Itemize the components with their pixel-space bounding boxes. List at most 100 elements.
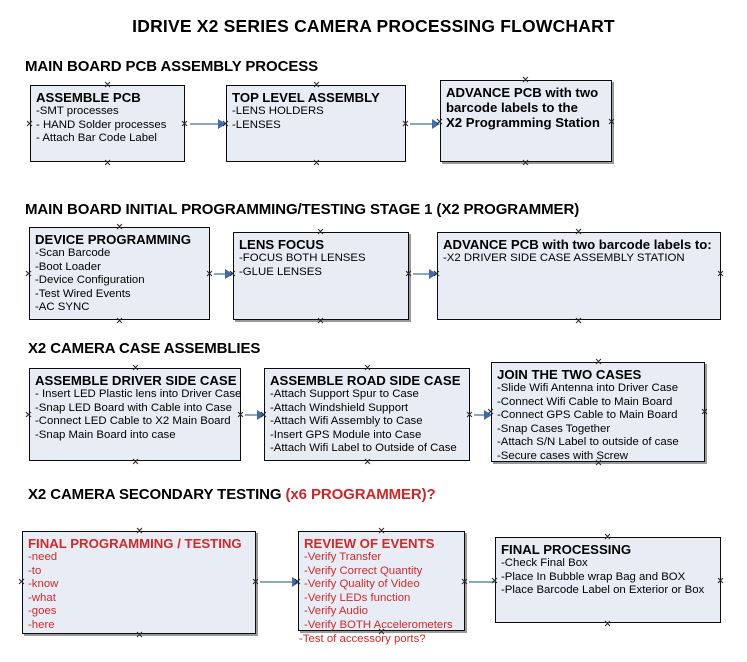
node-line: -X2 DRIVER SIDE CASE ASSEMBLY STATION bbox=[443, 252, 685, 264]
node-line: -Place Barcode Label on Exterior or Box bbox=[501, 584, 705, 597]
node-title: ASSEMBLE ROAD SIDE CASE bbox=[270, 373, 461, 388]
connection-handle[interactable] bbox=[466, 411, 473, 418]
connection-handle[interactable] bbox=[461, 578, 468, 585]
node-advance-pcb-to-x2-programming-station[interactable]: ADVANCE PCB with two barcode labels to t… bbox=[440, 80, 612, 162]
connection-handle[interactable] bbox=[364, 364, 371, 371]
connection-handle[interactable] bbox=[595, 358, 602, 365]
connection-handle[interactable] bbox=[206, 270, 213, 277]
connection-handle[interactable] bbox=[222, 120, 229, 127]
connection-handle[interactable] bbox=[595, 459, 602, 466]
node-top-level-assembly[interactable]: TOP LEVEL ASSEMBLY -LENS HOLDERS -LENSES bbox=[226, 85, 406, 162]
connection-handle[interactable] bbox=[402, 120, 409, 127]
node-line: -AC SYNC bbox=[35, 301, 90, 314]
node-line: -here bbox=[28, 618, 55, 631]
connection-handle[interactable] bbox=[252, 578, 259, 585]
connection-handle[interactable] bbox=[604, 533, 611, 540]
connection-handle[interactable] bbox=[294, 578, 301, 585]
node-line: -need bbox=[28, 551, 58, 563]
node-title: LENS FOCUS bbox=[239, 237, 324, 252]
node-line: -Verify LEDs function bbox=[304, 591, 411, 604]
node-line: -Snap LED Board with Cable into Case bbox=[35, 401, 232, 414]
connection-handle[interactable] bbox=[522, 159, 529, 166]
node-final-programming-testing[interactable]: FINAL PROGRAMMING / TESTING -need -to -k… bbox=[22, 531, 256, 634]
connection-handle[interactable] bbox=[18, 578, 25, 585]
connection-handle[interactable] bbox=[317, 228, 324, 235]
connection-handle[interactable] bbox=[433, 270, 440, 277]
node-title: ADVANCE PCB with two barcode labels to: bbox=[443, 237, 712, 252]
node-title: TOP LEVEL ASSEMBLY bbox=[232, 90, 380, 105]
connection-handle[interactable] bbox=[313, 81, 320, 88]
section-heading-text: MAIN BOARD INITIAL PROGRAMMING/TESTING S… bbox=[25, 201, 580, 218]
connection-handle[interactable] bbox=[436, 118, 443, 125]
connection-handle[interactable] bbox=[26, 120, 33, 127]
connection-handle[interactable] bbox=[575, 317, 582, 324]
connection-handle[interactable] bbox=[116, 223, 123, 230]
connection-handle[interactable] bbox=[608, 118, 615, 125]
connection-handle[interactable] bbox=[25, 411, 32, 418]
connection-handle[interactable] bbox=[260, 411, 267, 418]
node-assemble-driver-side-case[interactable]: ASSEMBLE DRIVER SIDE CASE - Insert LED P… bbox=[29, 368, 241, 461]
connection-handle[interactable] bbox=[237, 411, 244, 418]
connection-handle[interactable] bbox=[575, 228, 582, 235]
node-advance-pcb-to-driver-side-case-assembly[interactable]: ADVANCE PCB with two barcode labels to: … bbox=[437, 232, 721, 320]
connection-handle[interactable] bbox=[701, 408, 708, 415]
node-line: -Verify Audio bbox=[304, 605, 368, 618]
section-heading-text: X2 CAMERA CASE ASSEMBLIES bbox=[28, 340, 261, 357]
node-line: -Verify Transfer bbox=[304, 551, 382, 563]
node-assemble-road-side-case[interactable]: ASSEMBLE ROAD SIDE CASE -Attach Support … bbox=[264, 368, 470, 461]
connection-handle[interactable] bbox=[378, 527, 385, 534]
connector-line bbox=[260, 581, 294, 583]
node-title: ASSEMBLE PCB bbox=[36, 90, 141, 105]
node-line: -Connect Wifi Cable to Main Board bbox=[497, 395, 673, 408]
connection-handle[interactable] bbox=[487, 408, 494, 415]
connector-line bbox=[245, 414, 259, 416]
connection-handle[interactable] bbox=[491, 577, 498, 584]
connection-handle[interactable] bbox=[717, 270, 724, 277]
connection-handle[interactable] bbox=[229, 270, 236, 277]
connector-line bbox=[469, 581, 499, 583]
connection-handle[interactable] bbox=[405, 270, 412, 277]
connection-handle[interactable] bbox=[313, 159, 320, 166]
connection-handle[interactable] bbox=[378, 628, 385, 635]
connection-handle[interactable] bbox=[136, 631, 143, 638]
node-line: -Test Wired Events bbox=[35, 287, 131, 300]
node-line: -Attach Wifi Label to Outside of Case bbox=[270, 442, 457, 455]
node-line: -Device Configuration bbox=[35, 274, 145, 287]
section-heading-x2-camera-case-assemblies: X2 CAMERA CASE ASSEMBLIES bbox=[28, 340, 260, 357]
node-device-programming[interactable]: DEVICE PROGRAMMING -Scan Barcode -Boot L… bbox=[29, 227, 210, 320]
connection-handle[interactable] bbox=[132, 458, 139, 465]
connection-handle[interactable] bbox=[364, 458, 371, 465]
connector-line bbox=[190, 123, 220, 125]
connection-handle[interactable] bbox=[717, 577, 724, 584]
node-line: -Boot Loader bbox=[35, 260, 101, 273]
node-lens-focus[interactable]: LENS FOCUS -FOCUS BOTH LENSES -GLUE LENS… bbox=[233, 232, 409, 320]
node-join-the-two-cases[interactable]: JOIN THE TWO CASES -Slide Wifi Antenna i… bbox=[491, 362, 705, 462]
connection-handle[interactable] bbox=[104, 159, 111, 166]
connection-handle[interactable] bbox=[604, 620, 611, 627]
connector-line bbox=[410, 123, 434, 125]
node-line: -what bbox=[28, 591, 56, 604]
node-line: -LENS HOLDERS bbox=[232, 105, 324, 117]
node-line-overflow: -Test of accessory ports? bbox=[299, 632, 426, 645]
connection-handle[interactable] bbox=[104, 81, 111, 88]
node-line: -Snap Cases Together bbox=[497, 422, 611, 435]
connection-handle[interactable] bbox=[25, 270, 32, 277]
node-line: -Scan Barcode bbox=[35, 247, 111, 259]
node-line: -Verify Quality of Video bbox=[304, 578, 420, 591]
connection-handle[interactable] bbox=[181, 120, 188, 127]
connection-handle[interactable] bbox=[317, 317, 324, 324]
page-title: IDRIVE X2 SERIES CAMERA PROCESSING FLOWC… bbox=[132, 16, 615, 36]
node-line: -Attach S/N Label to outside of case bbox=[497, 436, 679, 449]
connection-handle[interactable] bbox=[116, 317, 123, 324]
connection-handle[interactable] bbox=[132, 364, 139, 371]
node-assemble-pcb[interactable]: ASSEMBLE PCB -SMT processes - HAND Solde… bbox=[30, 85, 185, 162]
node-title: REVIEW OF EVENTS bbox=[304, 536, 435, 551]
section-heading-main-board-pcb-assembly-process: MAIN BOARD PCB ASSEMBLY PROCESS bbox=[25, 58, 318, 75]
node-title: FINAL PROGRAMMING / TESTING bbox=[28, 536, 242, 551]
node-final-processing[interactable]: FINAL PROCESSING -Check Final Box -Place… bbox=[495, 537, 721, 623]
node-review-of-events[interactable]: REVIEW OF EVENTS -Verify Transfer -Verif… bbox=[298, 531, 465, 645]
node-line: -know bbox=[28, 578, 59, 591]
connection-handle[interactable] bbox=[136, 527, 143, 534]
connection-handle[interactable] bbox=[522, 76, 529, 83]
